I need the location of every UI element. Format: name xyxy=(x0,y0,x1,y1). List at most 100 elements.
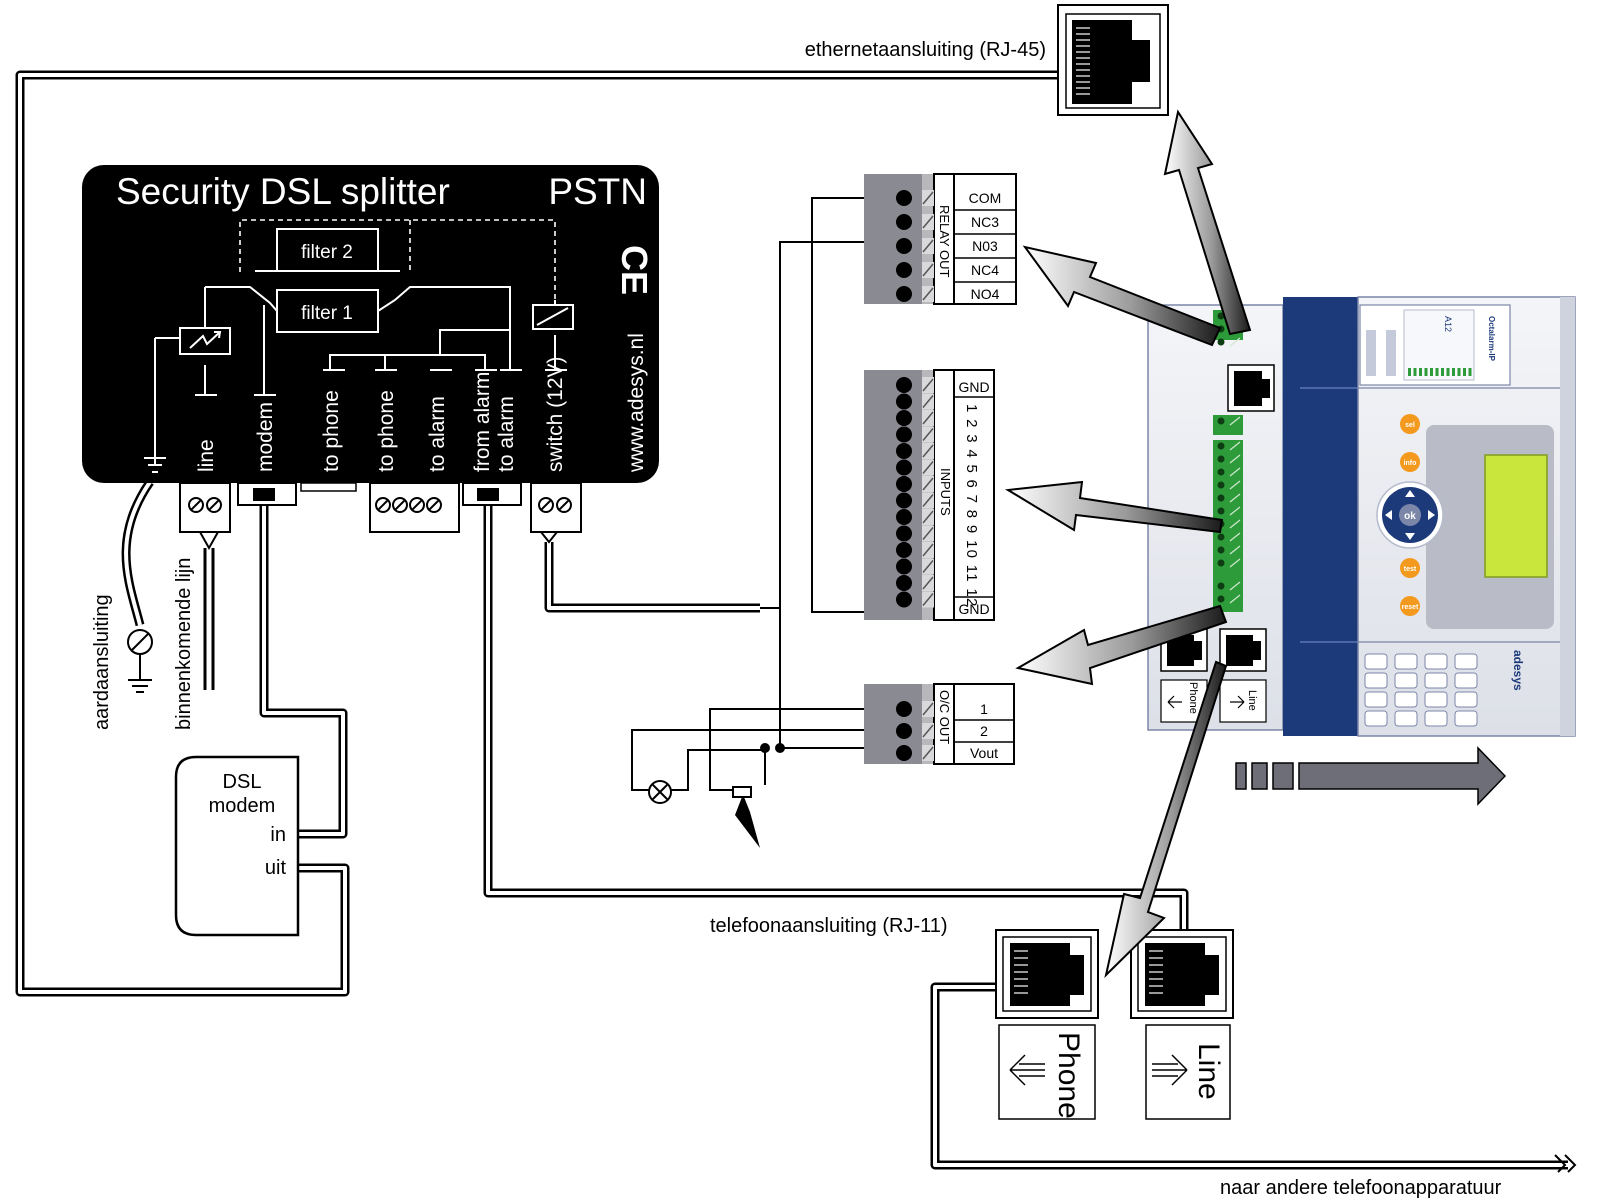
module-led xyxy=(1419,368,1422,376)
ce-mark: CE xyxy=(614,245,655,295)
modem-out-label: uit xyxy=(265,857,287,879)
keypad-key xyxy=(1394,691,1418,708)
ethernet-cable xyxy=(15,70,1058,997)
device-brand: adesys xyxy=(1511,650,1525,691)
cables xyxy=(15,70,1568,1170)
arrow-to-oc xyxy=(1015,604,1228,686)
terminal-screw xyxy=(896,476,912,492)
module-label: A12 xyxy=(1443,316,1453,332)
oc-terminal-label: 2 xyxy=(980,723,988,739)
modem-in-label: in xyxy=(270,824,286,846)
device-terminal xyxy=(1217,507,1225,515)
terminal-slot xyxy=(922,494,934,507)
octalarm-device: Phone Line A12 Octalarm-IP ok sel info t… xyxy=(1147,296,1576,737)
pointer-arrows xyxy=(1004,109,1252,979)
label-from-alarm: from alarm xyxy=(471,372,494,472)
device-terminal-slot xyxy=(1229,545,1241,555)
terminal-slot xyxy=(922,287,934,301)
splitter-connectors xyxy=(179,482,582,551)
sel-button: sel xyxy=(1405,422,1415,429)
svg-text:filter 1: filter 1 xyxy=(301,303,353,324)
splitter-title: Security DSL splitter xyxy=(116,171,450,212)
device-terminal xyxy=(1217,442,1225,450)
terminal-slot xyxy=(922,746,934,760)
terminal-screw xyxy=(896,492,912,509)
relay-terminal-label: NC4 xyxy=(971,262,999,278)
module-led xyxy=(1408,368,1411,376)
module-led xyxy=(1468,368,1472,376)
keypad-key xyxy=(1364,653,1388,670)
terminal-slot xyxy=(922,461,934,474)
terminal-slot xyxy=(922,702,934,716)
ethernet-jack xyxy=(1057,4,1169,116)
terminal-slot xyxy=(922,411,934,425)
module-led xyxy=(1457,368,1461,376)
terminal-screw xyxy=(896,591,912,608)
earth-label: aardaansluiting xyxy=(91,594,113,730)
label-website: www.adesys.nl xyxy=(625,333,648,473)
oc-side-label: O/C OUT xyxy=(937,690,952,744)
terminal-screw xyxy=(896,443,912,459)
device-terminal xyxy=(1217,582,1225,590)
device-terminal-slot xyxy=(1229,532,1241,542)
terminal-slot xyxy=(922,215,934,229)
phone-label: Phone xyxy=(1052,1032,1085,1119)
inputs-top-gnd: GND xyxy=(958,379,989,395)
terminal-screw xyxy=(896,509,912,525)
thin-wires xyxy=(631,197,898,791)
oc-terminal-label: Vout xyxy=(970,745,998,761)
terminal-screw xyxy=(896,238,912,254)
module-led xyxy=(1463,368,1466,376)
device-terminal xyxy=(1217,595,1225,603)
device-terminal-slot xyxy=(1229,493,1241,503)
module-led xyxy=(1424,368,1428,376)
inputs-bottom-gnd: GND xyxy=(958,601,989,617)
label-to-alarm-2: to alarm xyxy=(495,396,518,472)
arrow-to-phone-jack xyxy=(1104,660,1228,979)
device-terminal xyxy=(1217,559,1225,567)
line-label: Line xyxy=(1192,1043,1225,1100)
terminal-screw xyxy=(896,558,912,575)
reset-button: reset xyxy=(1402,604,1419,611)
device-terminal-slot xyxy=(1229,337,1241,347)
slide-arrow xyxy=(1235,746,1507,806)
terminal-slot xyxy=(922,378,934,392)
svg-text:filter 2: filter 2 xyxy=(301,242,353,263)
svg-text:modem: modem xyxy=(209,795,276,817)
terminal-screw xyxy=(896,575,912,591)
terminal-slot xyxy=(922,263,934,277)
splitter-pstn: PSTN xyxy=(548,171,647,212)
terminal-slot xyxy=(922,428,934,441)
terminal-slot xyxy=(922,724,934,738)
keypad-key xyxy=(1424,672,1448,689)
keypad-key xyxy=(1394,710,1418,727)
telephone-label: telefoonaansluiting (RJ-11) xyxy=(710,915,948,937)
dsl-modem: DSL modem in uit xyxy=(174,755,300,937)
device-model: Octalarm-IP xyxy=(1487,316,1496,362)
terminal-slot xyxy=(922,395,934,408)
keypad-key xyxy=(1454,653,1478,670)
inputs-numbers: 1 2 3 4 5 6 7 8 9 10 11 12 xyxy=(963,404,980,608)
device-terminal-slot xyxy=(1229,480,1241,490)
dsl-splitter: Security DSL splitter PSTN filter 2 filt… xyxy=(82,165,659,483)
device-terminal-slot xyxy=(1229,416,1241,426)
keypad-key xyxy=(1454,672,1478,689)
device-terminal xyxy=(1217,312,1225,320)
info-button: info xyxy=(1404,460,1417,467)
label-modem: modem xyxy=(254,402,277,472)
module-switch xyxy=(1386,330,1396,376)
device-terminal-slot xyxy=(1229,467,1241,477)
lamp-icon xyxy=(648,780,672,804)
device-terminal xyxy=(1217,455,1225,463)
ethernet-label: ethernetaansluiting (RJ-45) xyxy=(805,39,1046,61)
device-phone-label: Phone xyxy=(1187,682,1199,714)
device-line-label: Line xyxy=(1246,690,1258,711)
relay-terminal-label: N03 xyxy=(972,238,998,254)
modem-cable xyxy=(259,498,348,839)
relay-terminal-label: NC3 xyxy=(971,214,999,230)
terminal-screw xyxy=(896,723,912,739)
arrow-to-inputs xyxy=(1004,480,1224,534)
keypad-key xyxy=(1424,691,1448,708)
